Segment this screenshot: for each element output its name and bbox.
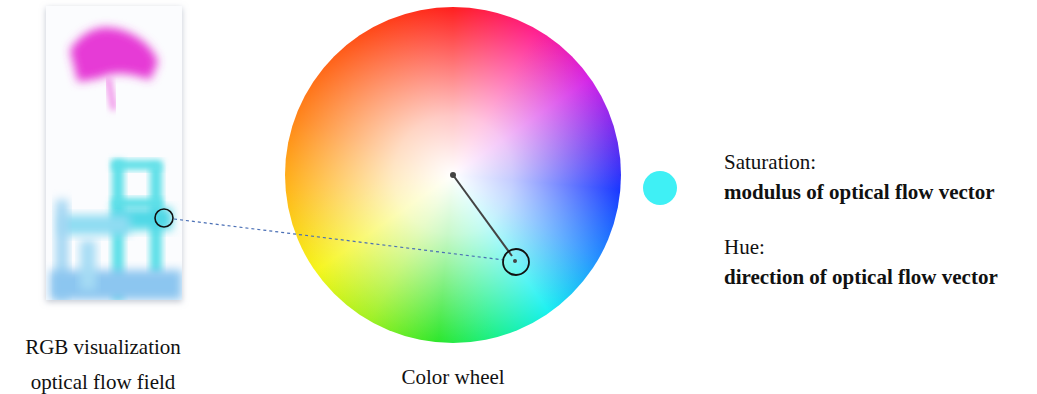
property-name: Saturation: <box>724 147 816 177</box>
wheel-caption: Color wheel <box>353 362 553 392</box>
image-caption: RGB visualization optical flow field <box>8 330 198 394</box>
wheel-marker <box>503 249 529 275</box>
property-name: Hue: <box>724 232 765 262</box>
sample-dot <box>643 171 677 205</box>
flow-image <box>46 6 182 300</box>
property-meaning: modulus of optical flow vector <box>724 177 995 207</box>
dashed-leader <box>174 219 504 260</box>
flow-field <box>50 28 182 301</box>
flow-vector <box>453 175 512 256</box>
property-meaning: direction of optical flow vector <box>724 262 998 292</box>
